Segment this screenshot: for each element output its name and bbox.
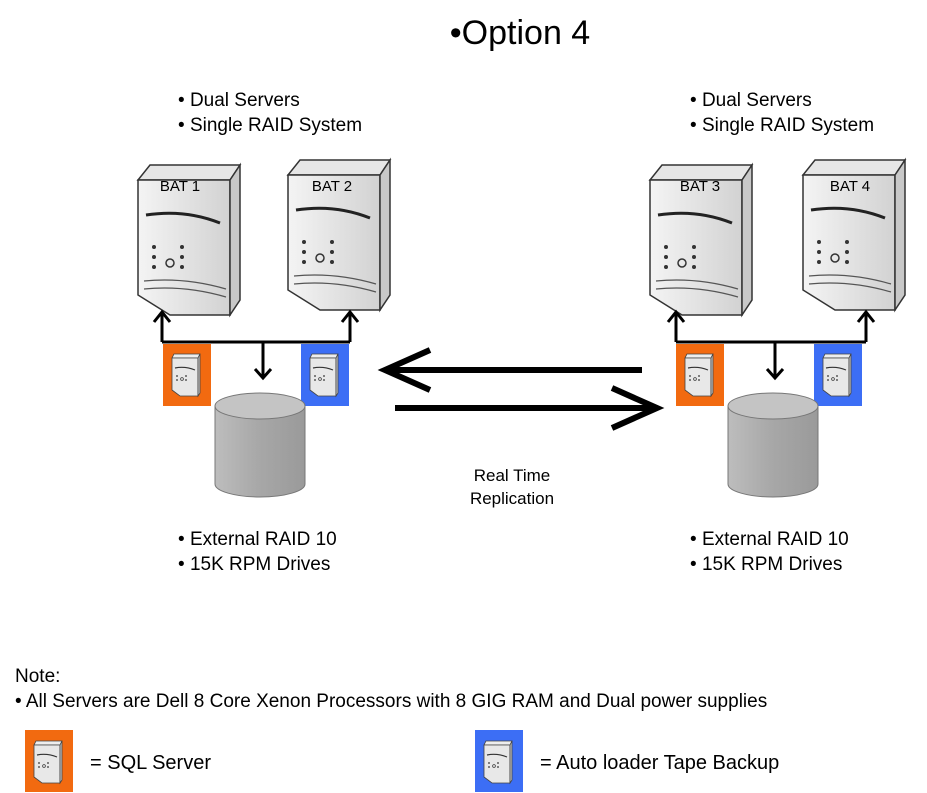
server-bat-2: BAT 2 — [286, 158, 392, 312]
bullet-item: Single RAID System — [178, 113, 362, 138]
replication-line: Replication — [469, 489, 555, 508]
note-heading: Note: — [15, 666, 61, 687]
bullet-item: External RAID 10 — [690, 527, 849, 552]
bullet-item: Single RAID System — [690, 113, 874, 138]
legend-tape-label: = Auto loader Tape Backup — [540, 752, 780, 774]
server-bat-4: BAT 4 — [801, 158, 907, 312]
replication-line: Real Time — [473, 466, 551, 485]
page-title: •Option 4 — [449, 14, 591, 52]
bullet-item: Dual Servers — [690, 88, 874, 113]
left-connector — [152, 309, 360, 381]
server-bat-1: BAT 1 — [136, 163, 242, 317]
raid-disk-icon — [727, 392, 819, 498]
replication-label: Real Time Replication — [442, 464, 582, 510]
replication-arrow-right — [395, 385, 665, 431]
right-top-bullets: Dual Servers Single RAID System — [690, 88, 874, 138]
server-label: BAT 1 — [160, 178, 200, 195]
replication-arrow-left — [377, 347, 642, 393]
left-top-bullets: Dual Servers Single RAID System — [178, 88, 362, 138]
note-text: • All Servers are Dell 8 Core Xenon Proc… — [15, 691, 768, 712]
bullet-item: External RAID 10 — [178, 527, 337, 552]
server-label: BAT 3 — [680, 178, 720, 195]
right-sql-server — [676, 344, 724, 406]
legend-sql-label: = SQL Server — [90, 752, 211, 774]
left-tape-backup — [301, 344, 349, 406]
server-label: BAT 2 — [312, 178, 352, 195]
right-connector — [666, 309, 876, 381]
note-block: Note: • All Servers are Dell 8 Core Xeno… — [15, 664, 767, 714]
server-label: BAT 4 — [830, 178, 870, 195]
bullet-item: 15K RPM Drives — [690, 552, 849, 577]
server-bat-3: BAT 3 — [648, 163, 754, 317]
raid-disk-icon — [214, 392, 306, 498]
legend-tape-icon — [475, 730, 523, 792]
left-sql-server — [163, 344, 211, 406]
bullet-item: Dual Servers — [178, 88, 362, 113]
right-bottom-bullets: External RAID 10 15K RPM Drives — [690, 527, 849, 577]
bullet-item: 15K RPM Drives — [178, 552, 337, 577]
right-tape-backup — [814, 344, 862, 406]
legend-sql-icon — [25, 730, 73, 792]
left-bottom-bullets: External RAID 10 15K RPM Drives — [178, 527, 337, 577]
